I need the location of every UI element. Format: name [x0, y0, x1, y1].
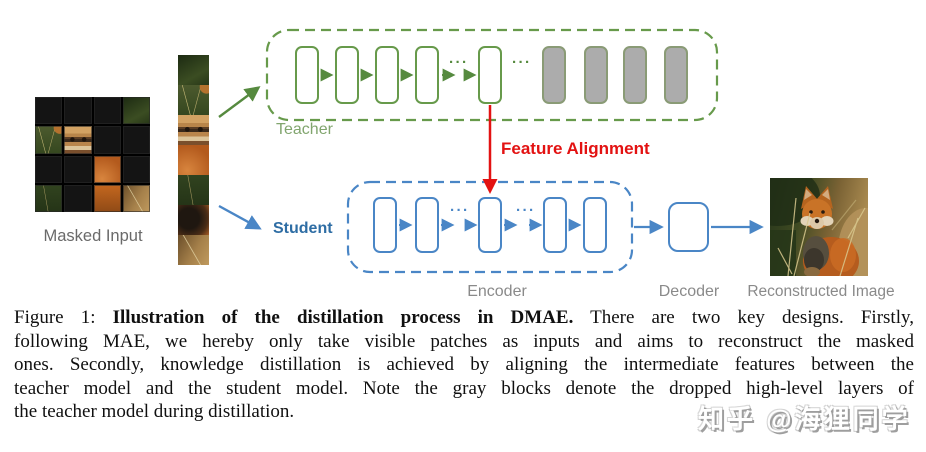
visible-patch: [93, 155, 121, 183]
teacher-block: [335, 46, 359, 104]
student-ellipsis: ···: [516, 202, 536, 219]
masked-patch: [35, 155, 63, 183]
visible-patch: [35, 184, 63, 212]
student-block: [543, 197, 567, 253]
caption-line: teacher model and the student model. Not…: [14, 377, 914, 399]
teacher-dropped-block: [542, 46, 566, 104]
visible-patch: [35, 126, 63, 154]
masked-input-label: Masked Input: [43, 227, 143, 245]
feature-alignment-label: Feature Alignment: [501, 139, 650, 158]
strip-patch: [178, 145, 209, 175]
masked-patch: [64, 97, 92, 125]
teacher-dashed-box: [265, 28, 719, 122]
masked-patch: [93, 126, 121, 154]
strip-patch: [178, 85, 209, 115]
teacher-block: [375, 46, 399, 104]
teacher-ellipsis: ···: [449, 54, 469, 71]
visible-patch: [122, 97, 150, 125]
masked-patch: [64, 184, 92, 212]
input-to-student-arrow: [218, 204, 262, 230]
caption-bold-title: Illustration of the distillation process…: [112, 307, 574, 328]
teacher-block: [415, 46, 439, 104]
teacher-dropped-block: [584, 46, 608, 104]
student-block: [583, 197, 607, 253]
strip-patch: [178, 205, 209, 235]
student-block: [373, 197, 397, 253]
teacher-dropped-block: [664, 46, 688, 104]
caption-figure-number: Figure 1:: [14, 307, 113, 328]
patch-strip: [178, 55, 209, 265]
strip-patch: [178, 235, 209, 265]
masked-input-image: [35, 97, 150, 212]
teacher-block: [478, 46, 502, 104]
visible-patch: [93, 184, 121, 212]
masked-patch: [64, 155, 92, 183]
diagram-connectors: [218, 28, 764, 274]
caption-line1-rest: There are two key designs. Firstly,: [573, 307, 914, 328]
caption-line: ones. Secondly, knowledge distillation i…: [14, 354, 914, 375]
teacher-label: Teacher: [276, 121, 333, 138]
reconstructed-image: [770, 178, 868, 276]
figure-caption: Figure 1: Illustration of the distillati…: [14, 306, 914, 424]
teacher-block: [295, 46, 319, 104]
strip-patch: [178, 55, 209, 85]
student-block: [415, 197, 439, 253]
caption-line: Figure 1: Illustration of the distillati…: [14, 306, 914, 330]
strip-patch: [178, 175, 209, 205]
caption-line: following MAE, we hereby only take visib…: [14, 330, 914, 352]
masked-patch: [35, 97, 63, 125]
student-label: Student: [273, 220, 333, 237]
caption-line: the teacher model during distillation.: [14, 401, 295, 422]
strip-patch: [178, 115, 209, 145]
visible-patch: [122, 184, 150, 212]
visible-patch: [64, 126, 92, 154]
decoder-label: Decoder: [658, 283, 720, 300]
input-to-teacher-arrow: [218, 86, 261, 118]
student-ellipsis: ···: [450, 202, 470, 219]
encoder-label: Encoder: [467, 283, 527, 300]
zhihu-watermark: 知乎 @海狸同学: [698, 404, 911, 434]
masked-patch: [93, 97, 121, 125]
teacher-dropped-block: [623, 46, 647, 104]
decoder-block: [668, 202, 709, 252]
teacher-ellipsis: ···: [512, 54, 532, 71]
masked-patch: [122, 126, 150, 154]
masked-patch: [122, 155, 150, 183]
student-block: [478, 197, 502, 253]
reconstructed-image-label: Reconstructed Image: [747, 283, 895, 300]
